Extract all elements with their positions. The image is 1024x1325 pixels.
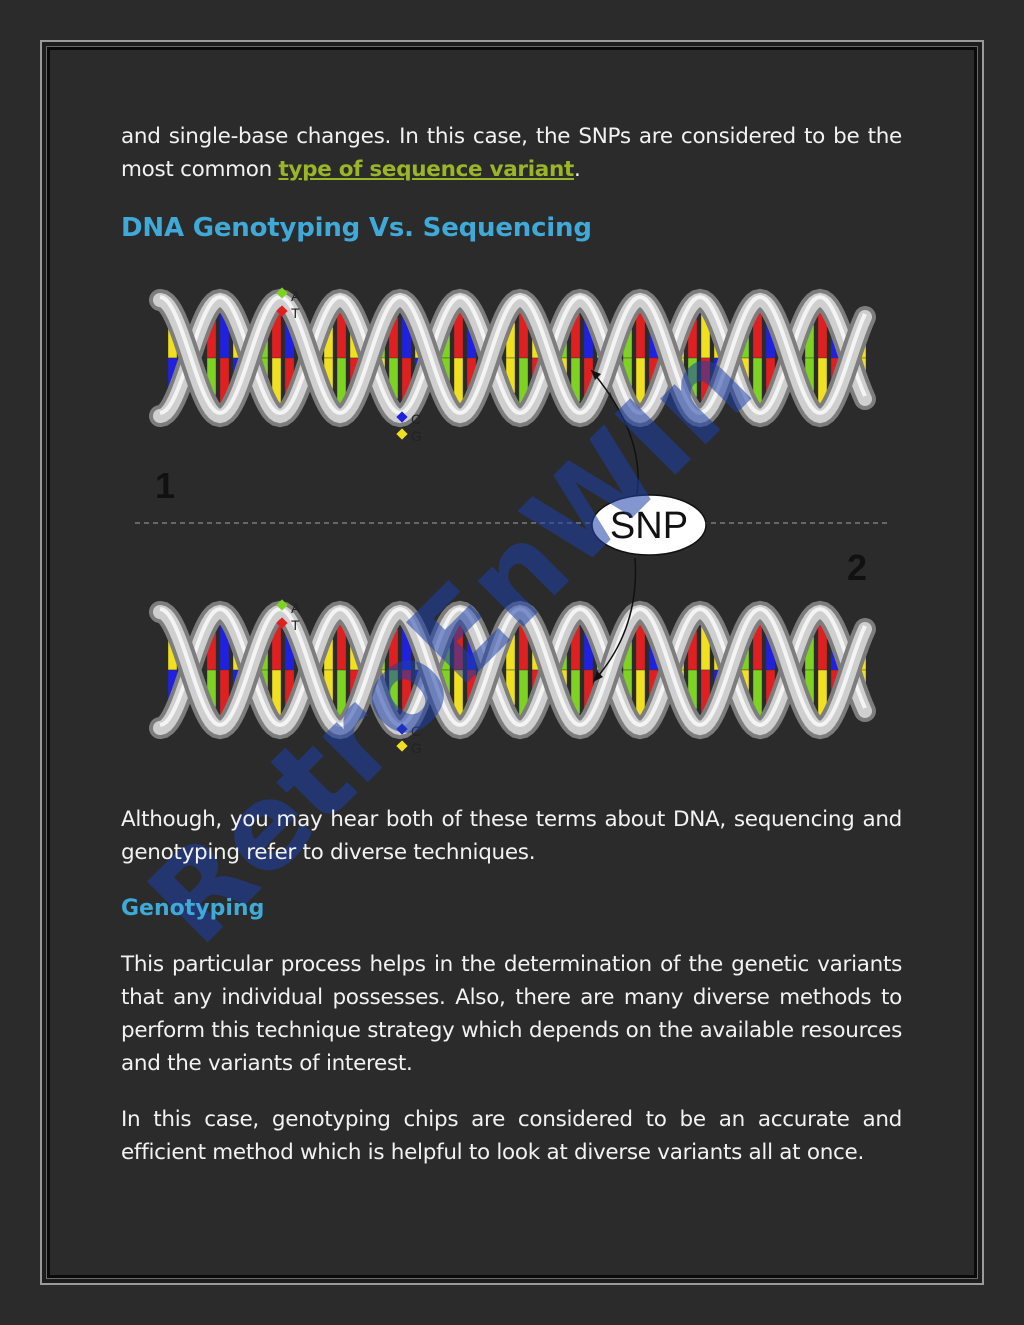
dna-snp-figure: SNP 1 2 A T C G A T C G [135, 287, 891, 756]
paragraph-terms: Although, you may hear both of these ter… [121, 807, 902, 865]
legend-c-g-top: C G [396, 411, 422, 444]
legend-label-a-2: A [291, 600, 301, 616]
section-heading-genotyping-vs-sequencing: DNA Genotyping Vs. Sequencing [121, 213, 592, 243]
paragraph-genotyping-chips: In this case, genotyping chips are consi… [121, 1107, 902, 1165]
snp-bubble [591, 494, 707, 556]
snp-arrowhead-upper [591, 370, 601, 380]
legend-label-g: G [411, 428, 422, 444]
intro-text-before: and single-base changes. In this case, t… [121, 124, 902, 182]
snp-arrowhead-lower [593, 671, 603, 682]
backbone-highlight [159, 294, 867, 416]
dna-helix-1 [149, 288, 876, 428]
legend-label-c: C [411, 411, 421, 427]
intro-text-after: . [573, 157, 581, 182]
backbone-highlight [159, 606, 867, 728]
legend-label-g-2: G [411, 740, 422, 756]
legend-label-a: A [291, 288, 301, 304]
sequence-variant-link[interactable]: type of sequence variant [278, 157, 574, 182]
helix-label-2: 2 [847, 547, 867, 588]
paragraph-genotyping-process: This particular process helps in the det… [121, 952, 902, 1076]
legend-label-c-2: C [411, 723, 421, 739]
dna-helix-2 [149, 600, 876, 740]
backbone-highlight [159, 606, 867, 728]
legend-a-t-bottom: A T [276, 599, 301, 633]
backbone-highlight [159, 294, 867, 416]
legend-label-t-2: T [291, 617, 300, 633]
legend-label-t: T [291, 305, 300, 321]
snp-label: SNP [610, 505, 688, 547]
snp-arrow-upper [590, 369, 639, 506]
section-heading-genotyping: Genotyping [121, 896, 265, 921]
legend-c-g-bottom: C G [396, 723, 422, 756]
snp-arrow-lower [592, 557, 637, 683]
intro-paragraph: and single-base changes. In this case, t… [121, 120, 902, 186]
helix-label-1: 1 [155, 465, 175, 506]
